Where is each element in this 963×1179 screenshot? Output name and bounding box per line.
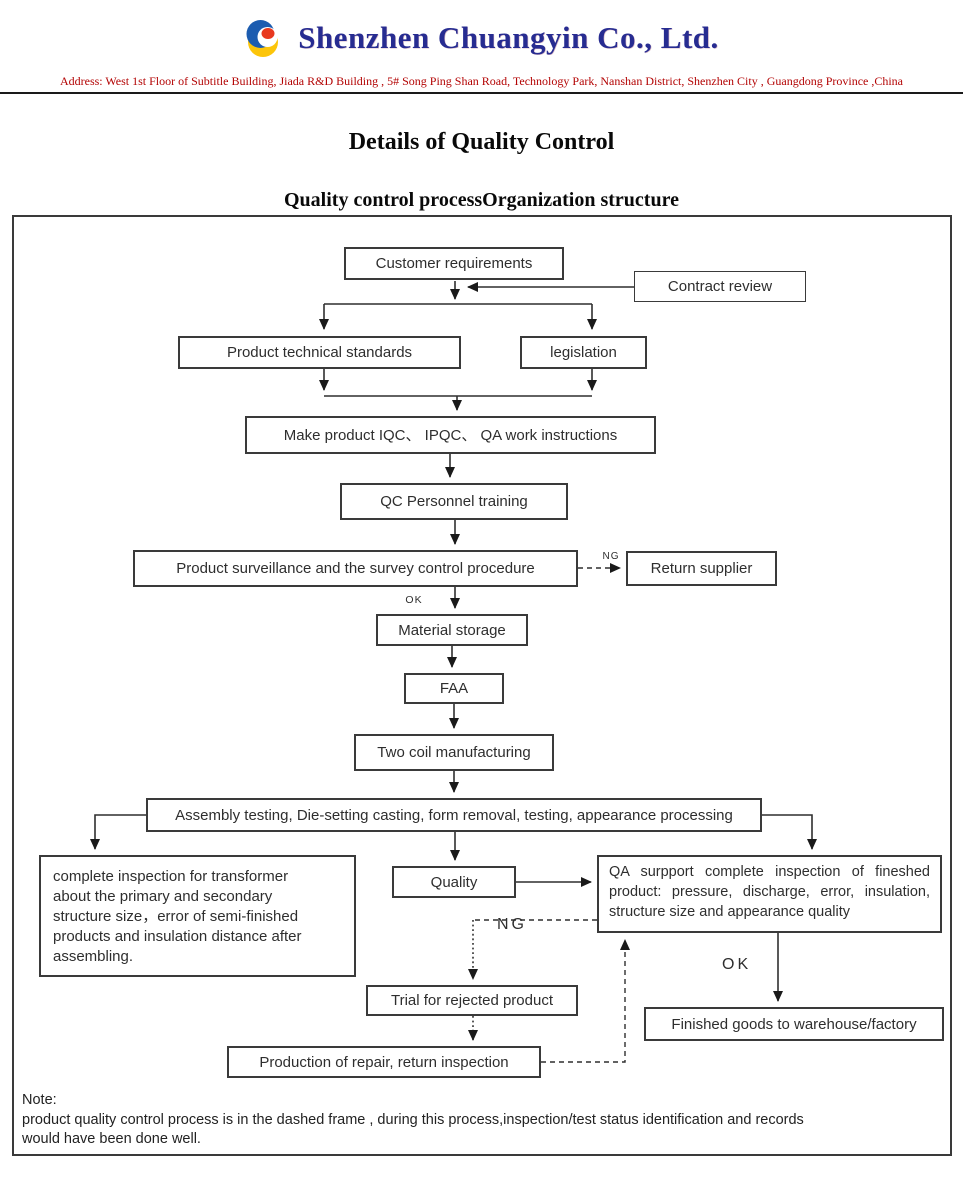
node-complete-inspection: complete inspection for transformer abou… (39, 855, 356, 977)
label-ok-material: OK (405, 594, 423, 606)
node-finished-goods: Finished goods to warehouse/factory (644, 1007, 944, 1041)
node-product-surveillance: Product surveillance and the survey cont… (133, 550, 578, 587)
node-qa-inspection: QA surpport complete inspection of fines… (597, 855, 942, 933)
section-title: Quality control processOrganization stru… (284, 189, 679, 211)
node-contract-review: Contract review (634, 271, 806, 302)
node-product-technical-standards: Product technical standards (178, 336, 461, 369)
node-legislation: legislation (520, 336, 647, 369)
company-name: Shenzhen Chuangyin Co., Ltd. (298, 20, 719, 55)
node-two-coil-manufacturing: Two coil manufacturing (354, 734, 554, 771)
node-qc-personnel-training: QC Personnel training (340, 483, 568, 520)
node-production-repair: Production of repair, return inspection (227, 1046, 541, 1078)
header-divider (0, 92, 963, 94)
node-faa: FAA (404, 673, 504, 704)
flowchart-frame (12, 215, 952, 1156)
label-ng-supplier: NG (602, 551, 620, 562)
brand-header: Shenzhen Chuangyin Co., Ltd. (0, 12, 963, 64)
page-title: Details of Quality Control (348, 129, 615, 155)
node-customer-requirements: Customer requirements (344, 247, 564, 280)
company-logo-icon (246, 19, 279, 57)
node-make-product-instructions: Make product IQC、 IPQC、 QA work instruct… (245, 416, 656, 454)
node-assembly-testing: Assembly testing, Die-setting casting, f… (146, 798, 762, 832)
node-trial-rejected-product: Trial for rejected product (366, 985, 578, 1016)
node-return-supplier: Return supplier (626, 551, 777, 586)
label-ok-finished: OK (722, 956, 752, 973)
node-quality: Quality (392, 866, 516, 898)
company-address: Address: West 1st Floor of Subtitle Buil… (59, 74, 904, 88)
label-ng-rejected: NG (497, 916, 527, 933)
node-material-storage: Material storage (376, 614, 528, 646)
note-title: Note: (22, 1092, 57, 1108)
note-body: product quality control process is in th… (22, 1112, 804, 1147)
